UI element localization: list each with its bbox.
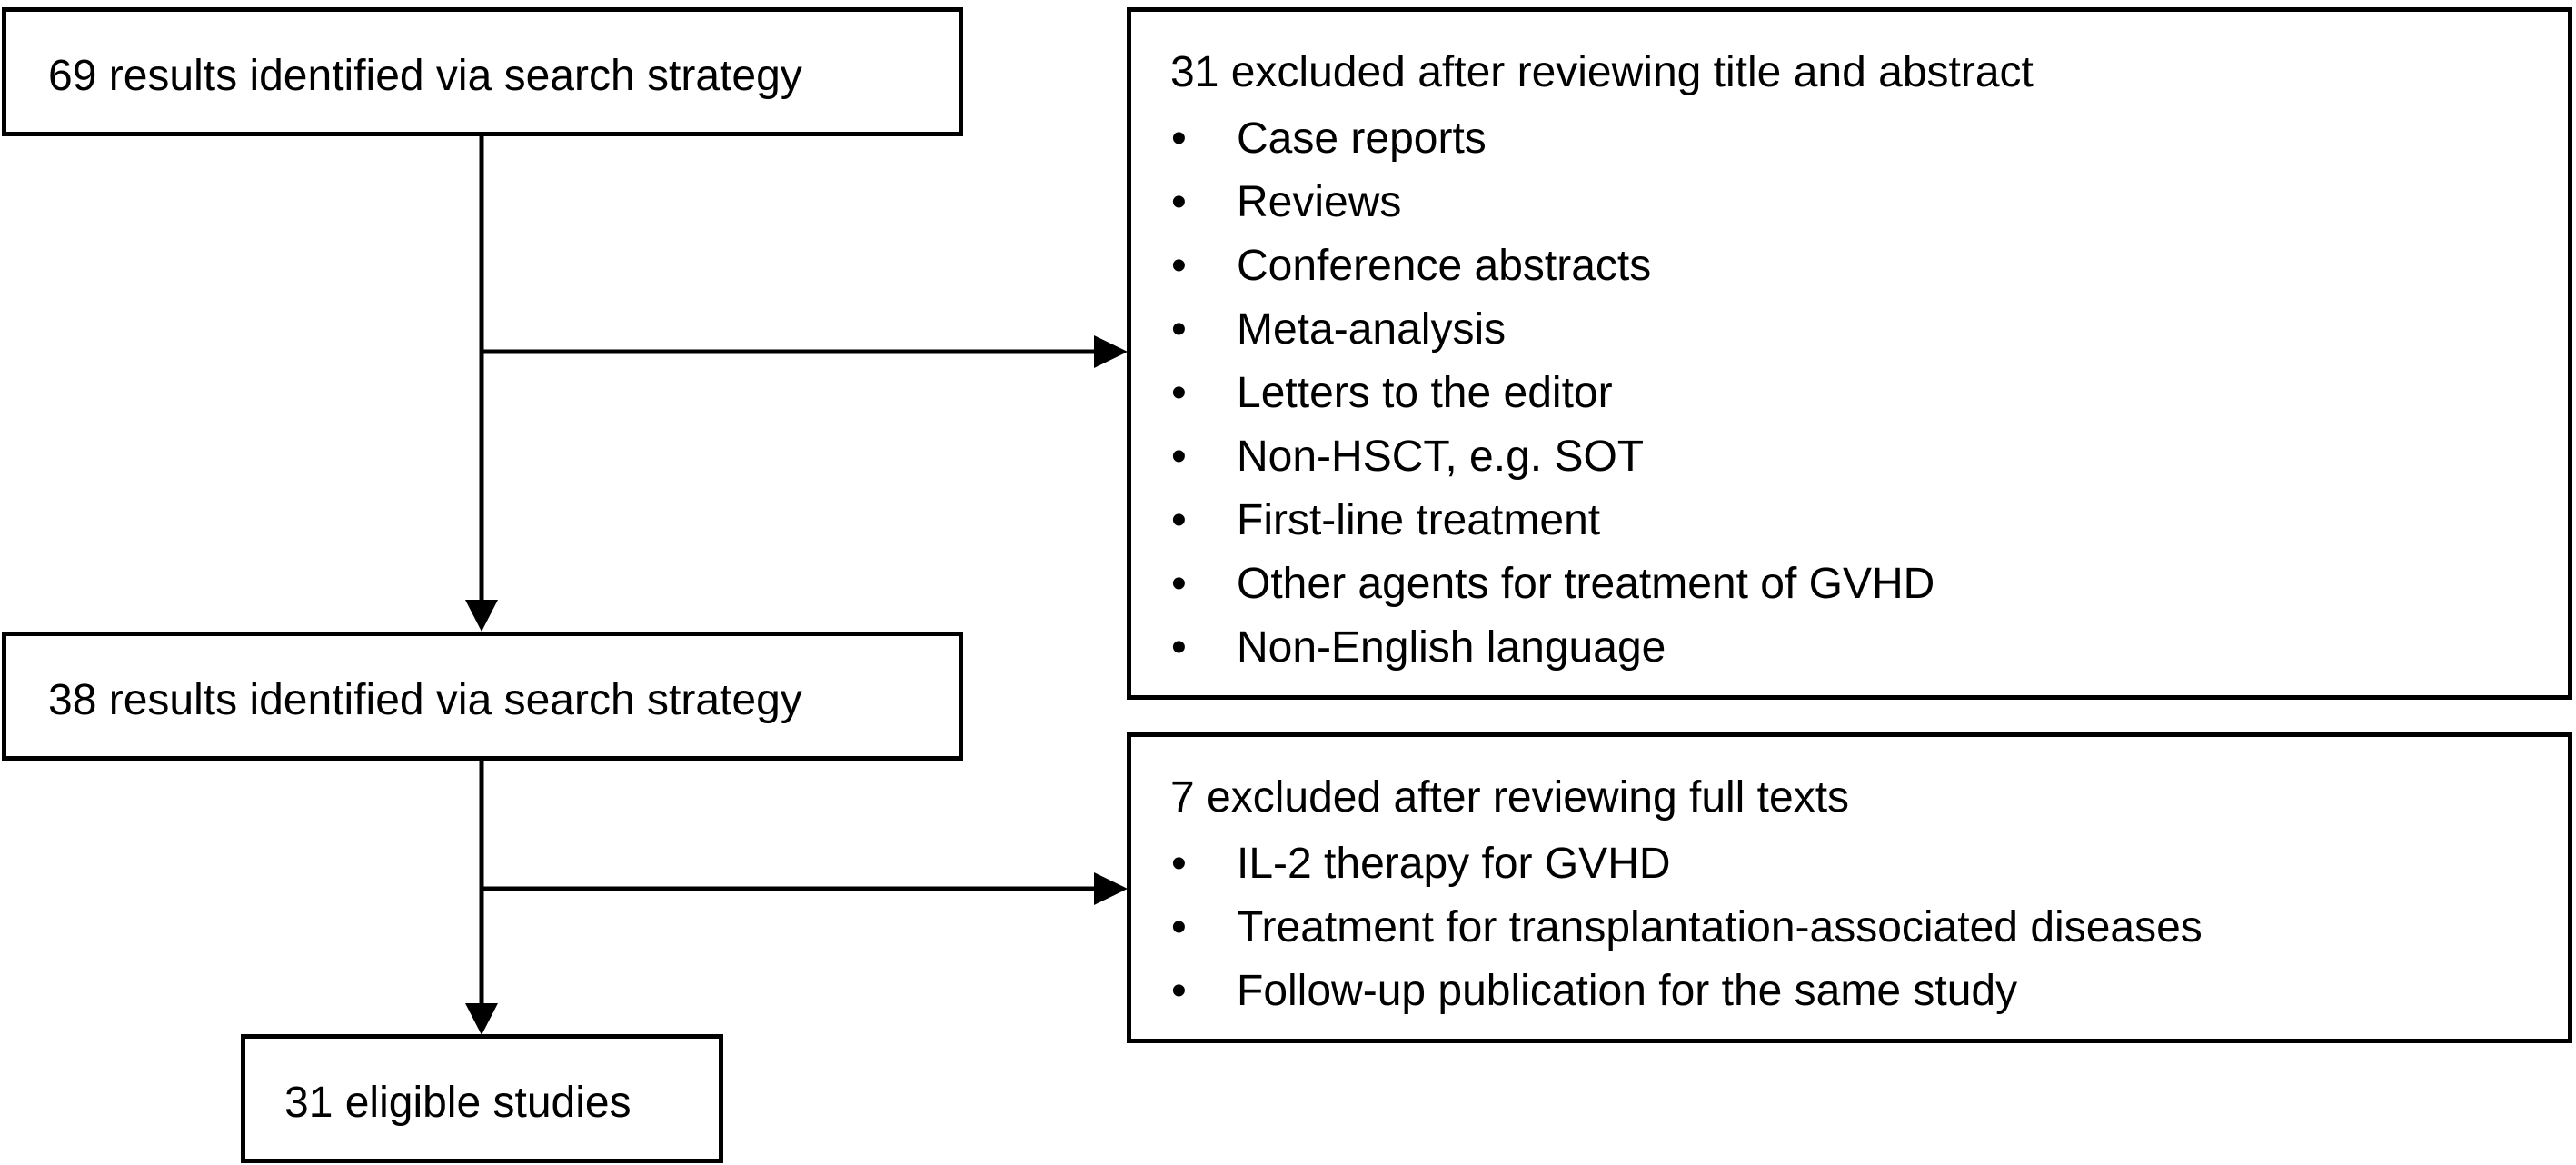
exclusion-reason: Non-English language <box>1237 623 1666 672</box>
bullet: • <box>1171 433 1187 481</box>
bullet: • <box>1171 840 1187 888</box>
flow-box-eligible: 31 eligible studies <box>241 1034 723 1163</box>
list-item: • Treatment for transplantation-associate… <box>1171 896 2203 960</box>
list-item: • Follow-up publication for the same stud… <box>1171 960 2203 1023</box>
exclusion-reason: Reviews <box>1237 178 1402 226</box>
bullet: • <box>1171 496 1187 544</box>
bullet: • <box>1171 242 1187 290</box>
bullet: • <box>1171 305 1187 353</box>
list-item: • Non-HSCT, e.g. SOT <box>1171 425 1934 489</box>
list-item: • Reviews <box>1171 171 1934 234</box>
exclusion-reason: Treatment for transplantation-associated… <box>1237 903 2203 951</box>
flow-box-identified-initial-label: 69 results identified via search strateg… <box>48 52 802 100</box>
arrowhead-right-1 <box>1094 335 1128 368</box>
bullet: • <box>1171 115 1187 163</box>
arrowhead-down-1 <box>465 600 498 632</box>
flow-box-identified-after-screening: 38 results identified via search strateg… <box>2 632 963 761</box>
arrowhead-down-2 <box>465 1003 498 1035</box>
exclusion-reason: First-line treatment <box>1237 496 1601 544</box>
bullet: • <box>1171 903 1187 951</box>
exclusion-title-abstract-heading: 31 excluded after reviewing title and ab… <box>1170 48 2034 96</box>
flow-box-eligible-label: 31 eligible studies <box>284 1079 632 1127</box>
arrowhead-right-2 <box>1094 872 1128 905</box>
exclusion-reason: Meta-analysis <box>1237 305 1507 353</box>
list-item: • Case reports <box>1171 107 1934 171</box>
bullet: • <box>1171 369 1187 417</box>
exclusion-reason: Conference abstracts <box>1237 242 1652 290</box>
exclusion-reason: Letters to the editor <box>1237 369 1613 417</box>
list-item: • First-line treatment <box>1171 489 1934 553</box>
exclusion-reason: Other agents for treatment of GVHD <box>1237 560 1935 608</box>
exclusion-full-text-list: • IL-2 therapy for GVHD • Treatment for tr… <box>1171 832 2203 1023</box>
exclusion-box-full-text: 7 excluded after reviewing full texts • I… <box>1127 732 2572 1043</box>
flow-box-identified-initial: 69 results identified via search strateg… <box>2 7 963 136</box>
bullet: • <box>1171 967 1187 1015</box>
list-item: • IL-2 therapy for GVHD <box>1171 832 2203 896</box>
exclusion-reason: Non-HSCT, e.g. SOT <box>1237 433 1645 481</box>
bullet: • <box>1171 560 1187 608</box>
exclusion-reason: Follow-up publication for the same study <box>1237 967 2018 1015</box>
list-item: • Meta-analysis <box>1171 298 1934 362</box>
bullet: • <box>1171 178 1187 226</box>
list-item: • Letters to the editor <box>1171 362 1934 425</box>
exclusion-full-text-heading: 7 excluded after reviewing full texts <box>1170 773 1850 821</box>
flow-box-identified-after-screening-label: 38 results identified via search strateg… <box>48 676 802 724</box>
exclusion-reason: Case reports <box>1237 115 1487 163</box>
list-item: • Non-English language <box>1171 616 1934 680</box>
list-item: • Conference abstracts <box>1171 234 1934 298</box>
list-item: • Other agents for treatment of GVHD <box>1171 553 1934 616</box>
exclusion-title-abstract-list: • Case reports • Reviews • Conference abstr… <box>1171 107 1934 680</box>
exclusion-box-title-abstract: 31 excluded after reviewing title and ab… <box>1127 7 2572 700</box>
bullet: • <box>1171 623 1187 672</box>
exclusion-reason: IL-2 therapy for GVHD <box>1237 840 1671 888</box>
